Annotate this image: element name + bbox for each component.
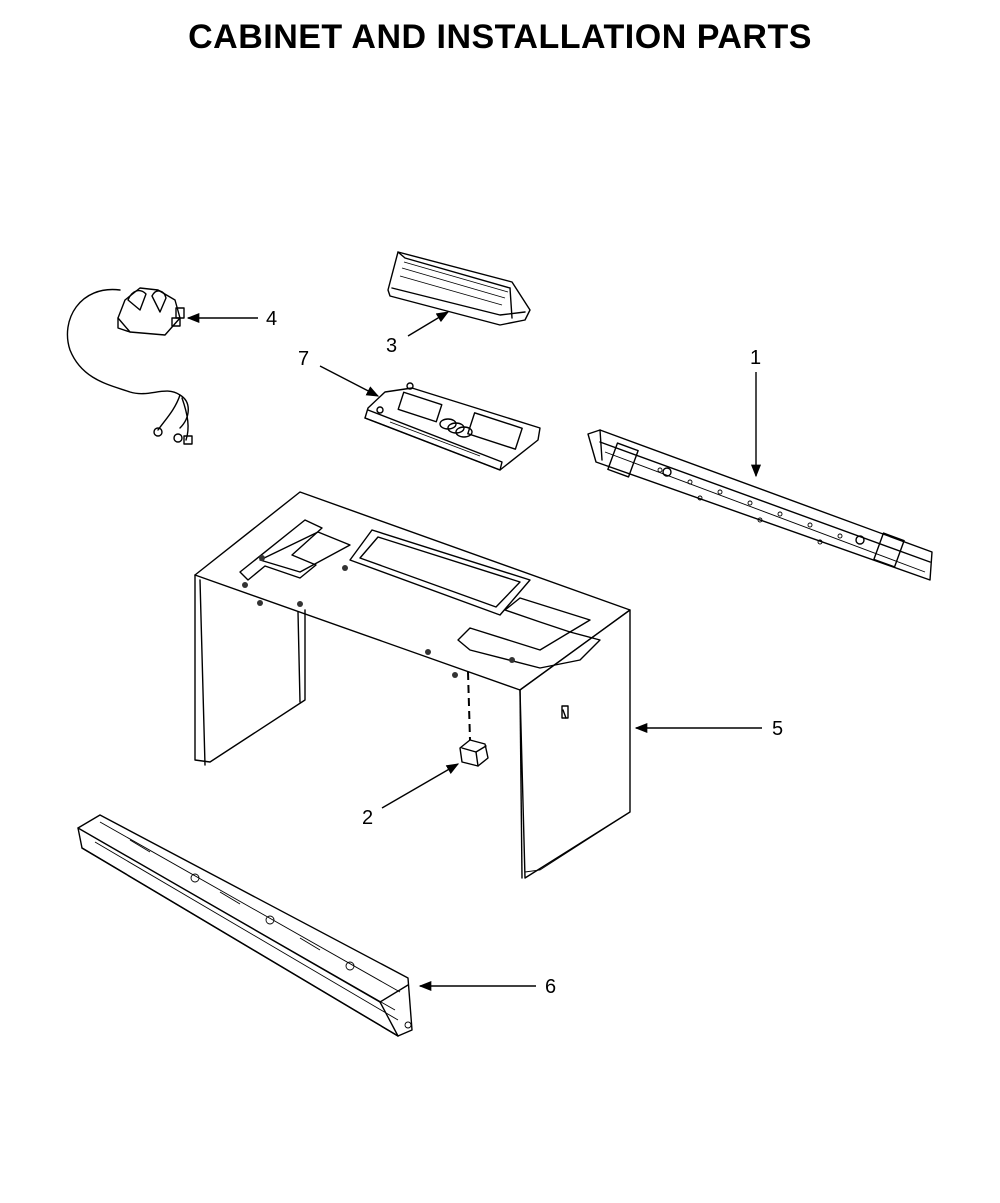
cabinet-housing-part: [194, 491, 631, 879]
leader-line-7: [319, 365, 380, 397]
callout-1: 1: [750, 347, 761, 369]
leader-line-2: [381, 763, 460, 809]
callout-6: 6: [545, 976, 556, 998]
callout-5: 5: [772, 718, 783, 740]
page-title: CABINET AND INSTALLATION PARTS: [188, 18, 812, 56]
callout-3: 3: [386, 335, 397, 357]
leader-line-3: [407, 311, 450, 337]
leader-lines: [186, 311, 762, 992]
wall-plate-part: [587, 429, 933, 581]
spacer-foot-part: [459, 671, 489, 767]
power-cord-part: [66, 287, 193, 445]
callout-2: 2: [362, 807, 373, 829]
control-bracket-part: [364, 382, 541, 471]
vent-grille-part: [387, 251, 531, 326]
callout-4: 4: [266, 308, 277, 330]
callout-7: 7: [298, 348, 309, 370]
front-rail-part: [77, 814, 413, 1037]
